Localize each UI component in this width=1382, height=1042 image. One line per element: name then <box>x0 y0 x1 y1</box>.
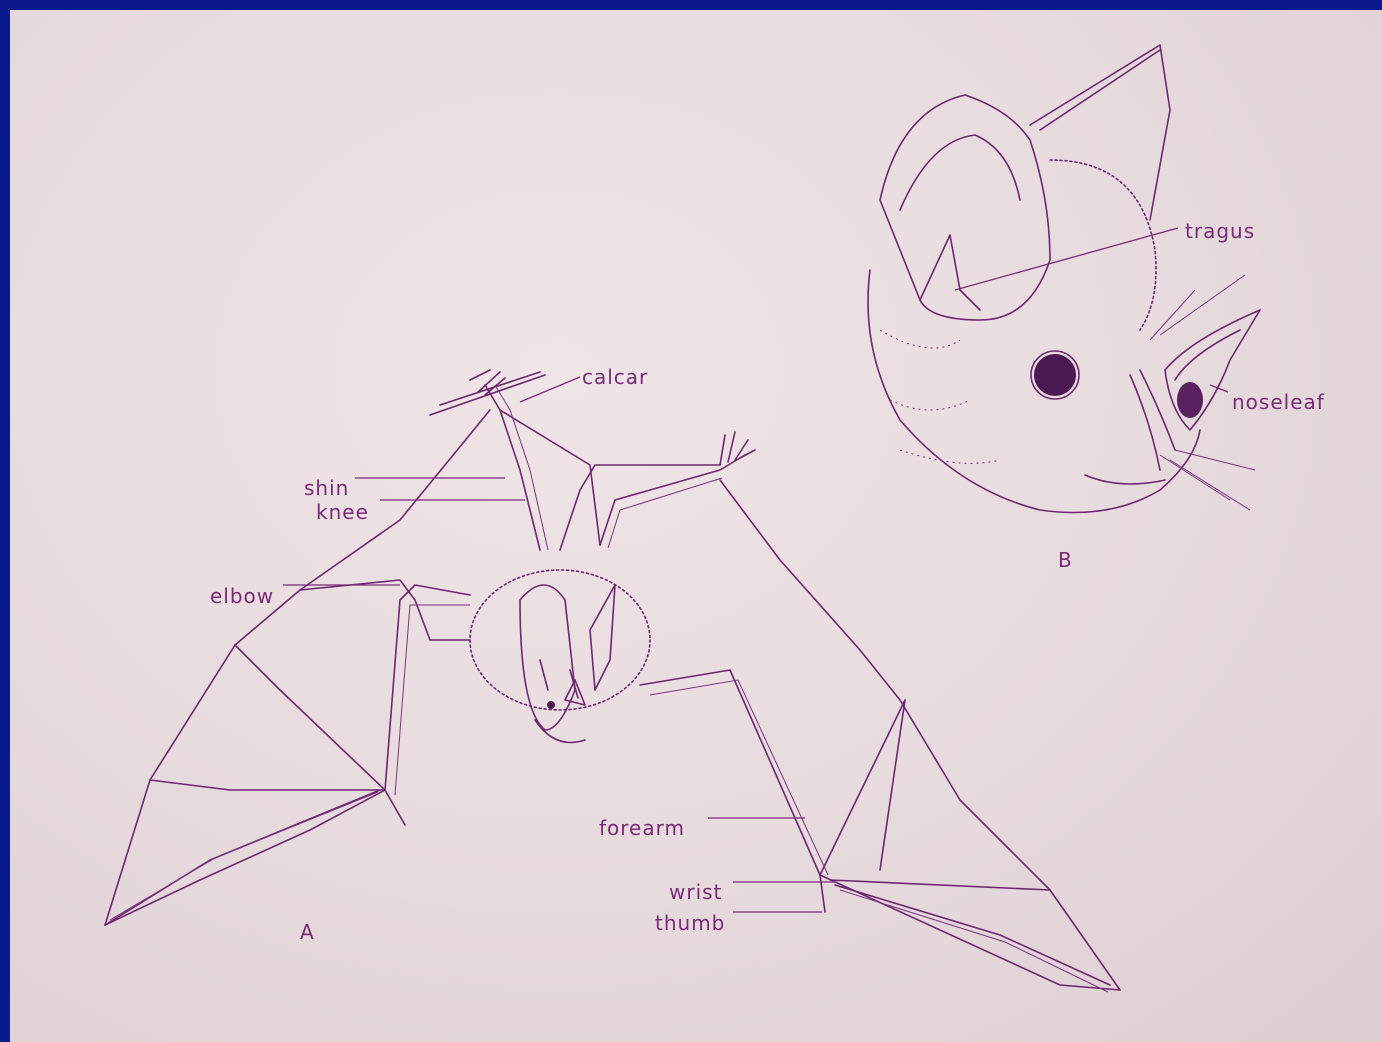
label-leader-lines <box>283 228 1228 912</box>
knee-label: knee <box>316 500 369 524</box>
bat-body-drawing <box>105 370 1120 992</box>
calcar-label: calcar <box>582 365 648 389</box>
forearm-label: forearm <box>599 816 685 840</box>
elbow-label: elbow <box>210 584 274 608</box>
shin-label: shin <box>304 476 349 500</box>
noseleaf-label: noseleaf <box>1232 390 1325 414</box>
tragus-leader <box>955 228 1178 290</box>
diagram-slide: calcar shin knee elbow forearm wrist thu… <box>10 10 1382 1042</box>
bat-head-drawing <box>868 45 1260 513</box>
wrist-label: wrist <box>669 880 722 904</box>
tragus-label: tragus <box>1185 219 1255 243</box>
panel-b-label: B <box>1058 548 1073 572</box>
thumb-label: thumb <box>655 911 725 935</box>
panel-a-label: A <box>300 920 315 944</box>
